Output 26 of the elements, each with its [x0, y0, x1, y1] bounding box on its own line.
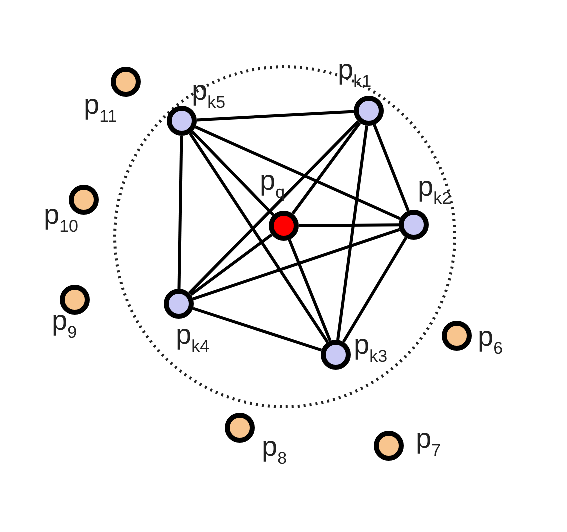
point-label: p$_{9}$ [52, 306, 78, 344]
connector-line [342, 237, 408, 343]
point-label: p$_{6}$ [478, 322, 504, 360]
point-label: p$_{k5}$ [192, 76, 226, 114]
point-label: p$_{10}$ [44, 200, 78, 238]
point-label: p$_{8}$ [262, 432, 288, 470]
point-label: p$_{k2}$ [418, 172, 452, 210]
connector-line [292, 122, 362, 215]
point-label: p$_{11}$ [84, 90, 118, 128]
connector-line [192, 228, 400, 301]
connector-line [192, 307, 322, 352]
connector-line [191, 130, 275, 216]
connector-line [188, 120, 360, 294]
connector-line [195, 126, 401, 220]
point-label: p$_{k3}$ [354, 330, 388, 368]
point-label: p$_{k4}$ [176, 320, 210, 358]
connector-line [190, 234, 273, 296]
connector-line [196, 110, 354, 122]
connector-line [189, 132, 329, 344]
connector-line [298, 224, 400, 228]
connector-line [336, 126, 368, 340]
connector-line [178, 136, 184, 290]
connector-line [288, 239, 332, 342]
point-label: p$_{7}$ [416, 424, 442, 462]
connector-line [373, 124, 410, 212]
point-label: p$_{q}$ [260, 166, 286, 204]
